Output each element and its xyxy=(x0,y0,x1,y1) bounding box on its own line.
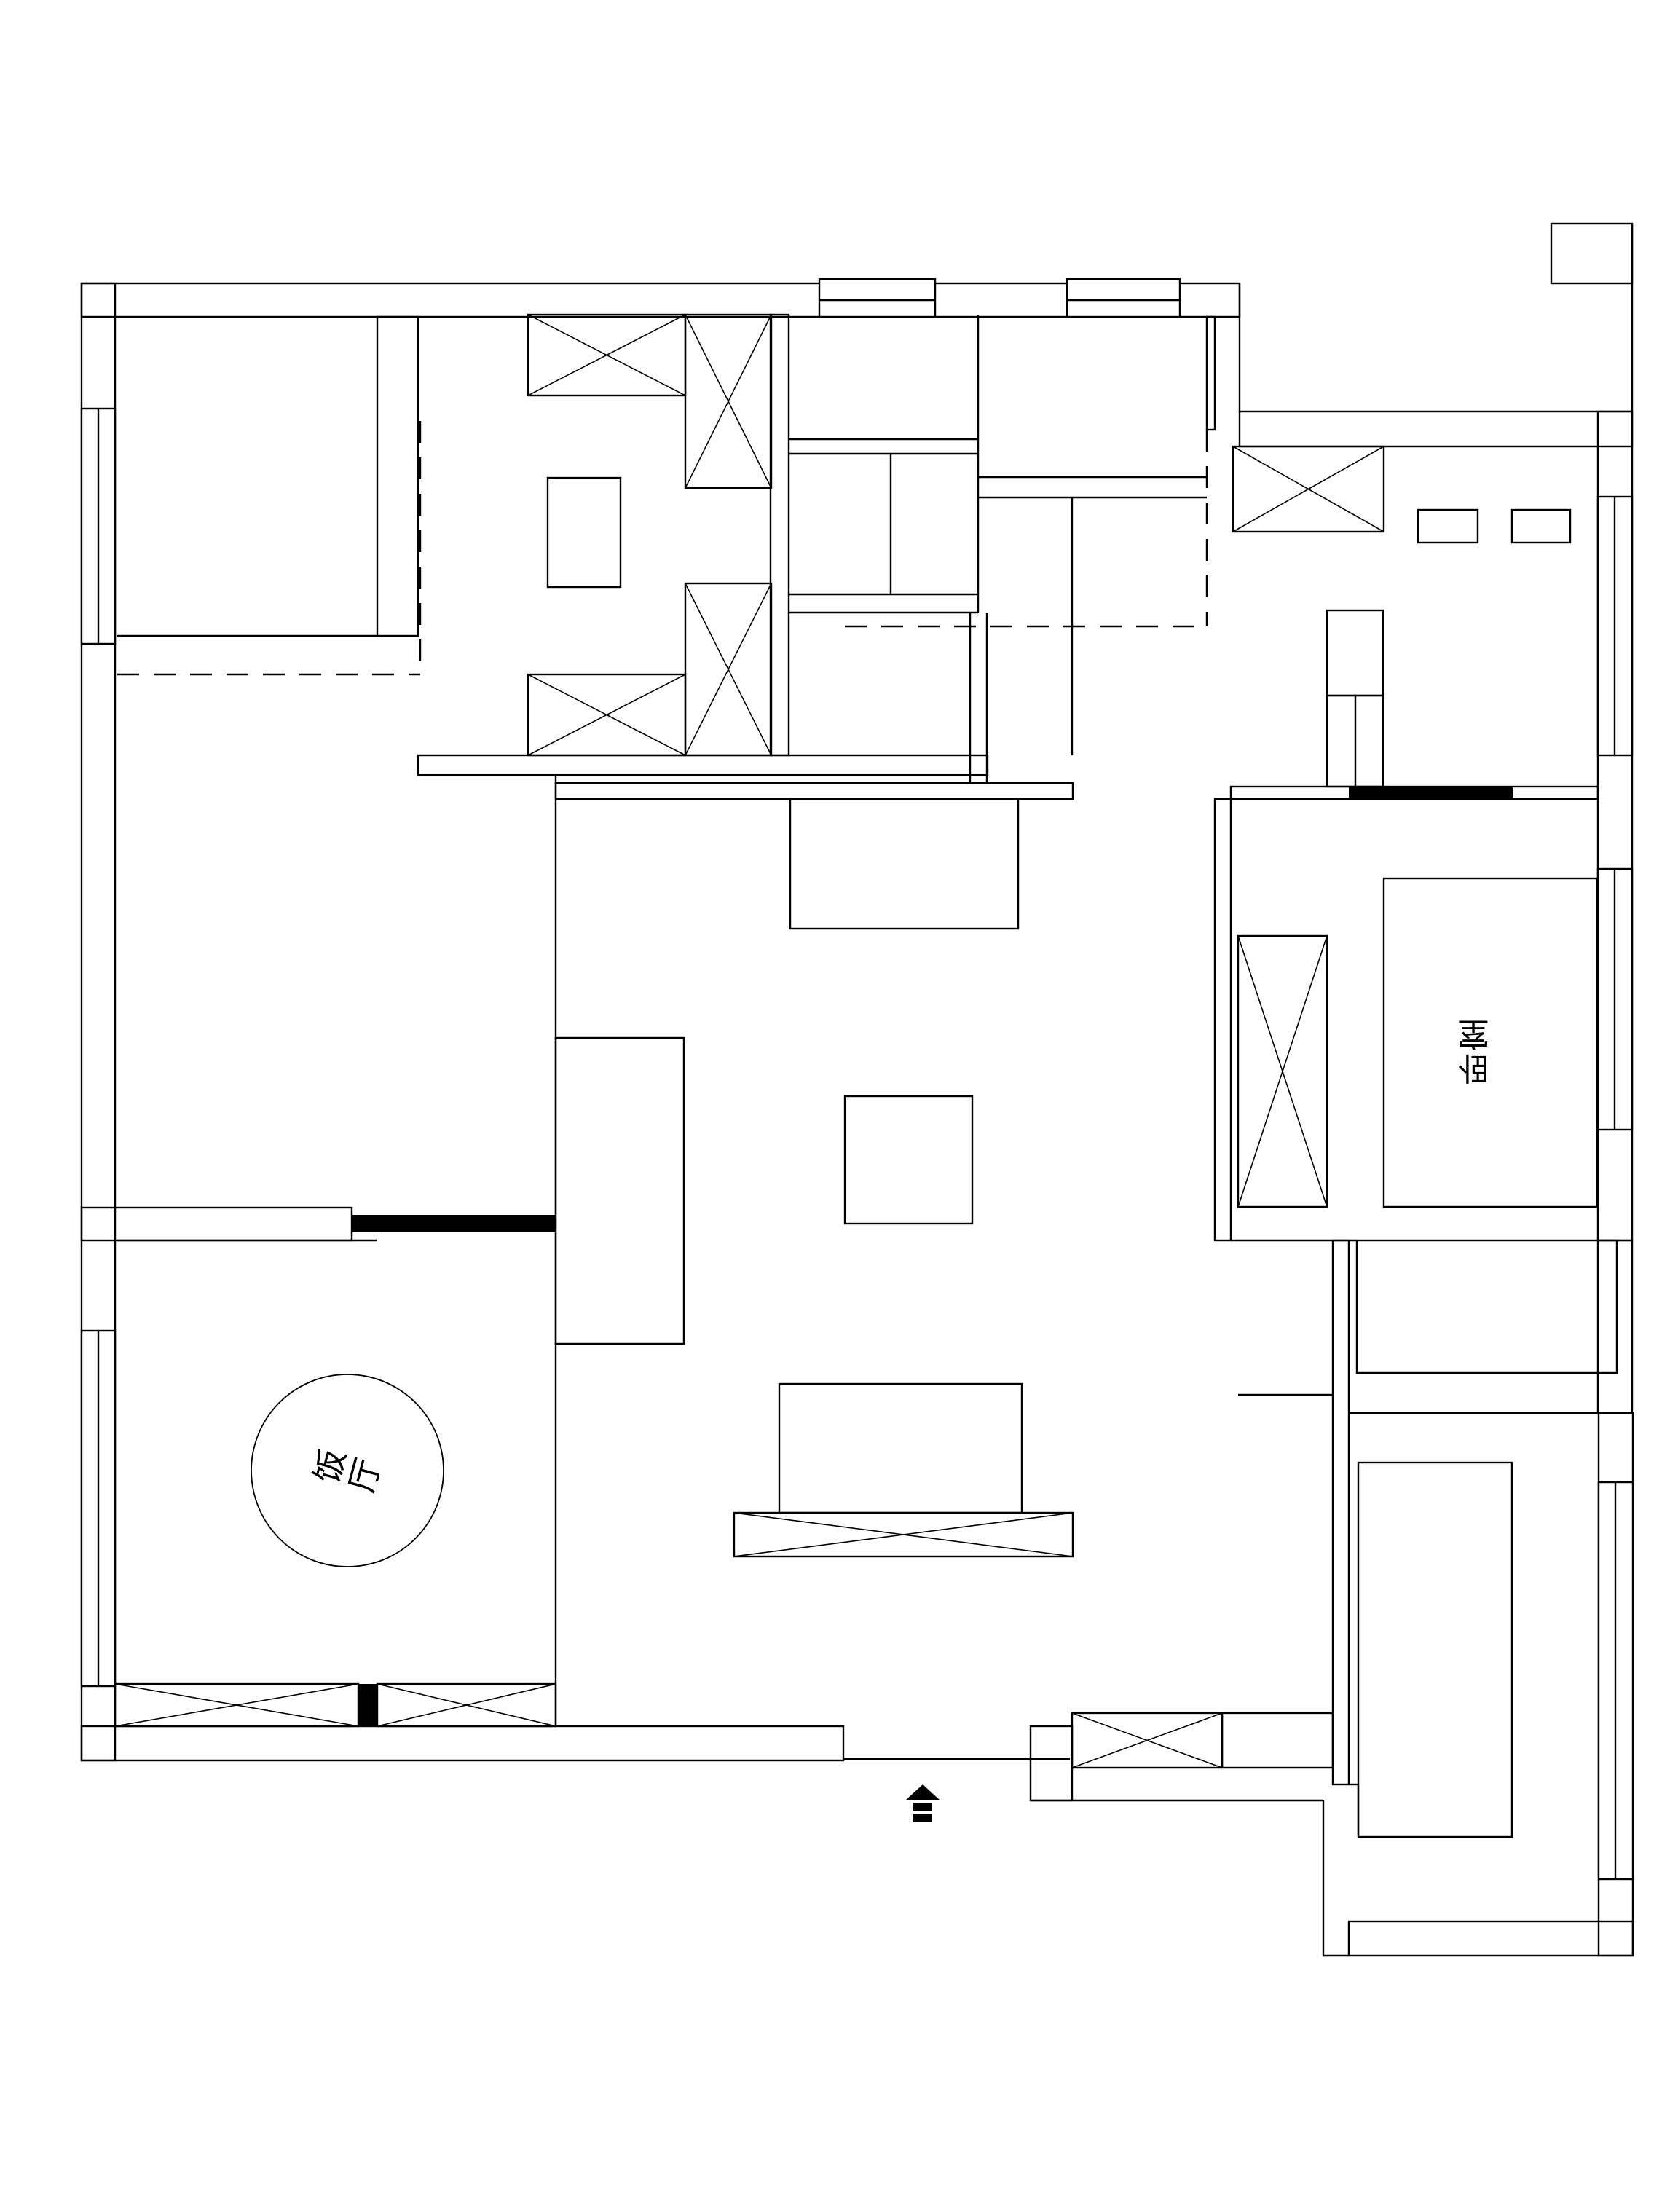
compartment-upper xyxy=(1326,609,1384,697)
cabinet-utility-diag-2 xyxy=(1232,446,1384,532)
bench-divider xyxy=(359,1684,377,1726)
cabinet-kitchen-vert-1-diag-2 xyxy=(685,314,772,489)
small-unit-2 xyxy=(1510,508,1572,544)
cabinet-kitchen-top-diag-2 xyxy=(527,314,686,396)
window-top-1 xyxy=(818,278,937,318)
entry-bench-ext xyxy=(1221,1712,1334,1769)
bench-living-diag-2 xyxy=(733,1512,1074,1557)
wardrobe-bedroom xyxy=(1237,934,1328,1208)
door-sill-dining xyxy=(352,1215,556,1232)
entry-pillar xyxy=(1029,1725,1074,1802)
bench-dining-west xyxy=(114,1682,360,1728)
wall-step-top-right xyxy=(1238,410,1634,448)
entry-arrow-bar-1 xyxy=(913,1803,932,1811)
bench-entry-diag-2 xyxy=(1071,1712,1223,1768)
wall-bottom-west xyxy=(80,1725,845,1762)
wall-dining-top xyxy=(80,1206,353,1242)
cabinet-kitchen-vert-2-diag-2 xyxy=(685,583,772,756)
cabinet-kitchen-bottom-diag-2 xyxy=(527,674,686,756)
entry-arrow-bar-2 xyxy=(913,1814,932,1822)
wall-corridor-stub xyxy=(1205,315,1216,431)
cabinet-kitchen-bottom xyxy=(527,673,687,757)
dining-table xyxy=(251,1374,444,1567)
entry-arrow-icon xyxy=(905,1784,940,1800)
door-sill-bedroom xyxy=(1349,787,1513,798)
bench-living xyxy=(733,1511,1074,1558)
coffee-table xyxy=(843,1095,974,1225)
wall-bottom-right-room xyxy=(1347,1920,1634,1957)
hall-cabinet-2 xyxy=(789,798,1020,930)
cabinet-kitchen-vert-1 xyxy=(684,313,773,489)
bench-dining-east-diag-2 xyxy=(377,1683,556,1727)
window-seat xyxy=(1357,1461,1513,1838)
small-unit-1 xyxy=(1417,508,1479,544)
hall-cabinet-band xyxy=(554,782,1074,800)
window-top-2 xyxy=(1066,278,1181,318)
sofa xyxy=(778,1382,1023,1514)
wall-room-left-band xyxy=(1331,1239,1350,1786)
wall-top xyxy=(80,282,1241,318)
bench-dining-east xyxy=(376,1682,557,1728)
cabinet-utility xyxy=(1232,445,1385,533)
bench-entry xyxy=(1071,1712,1224,1769)
room-label-dining: 饭厅 xyxy=(307,1444,388,1496)
bench-dining-west-diag-2 xyxy=(114,1683,359,1727)
bed xyxy=(1382,877,1599,1208)
wall-bedroom-left xyxy=(1213,798,1232,1242)
wardrobe-bedroom-diag-2 xyxy=(1237,935,1328,1208)
wall-study-right xyxy=(376,315,420,637)
duct-box-top-right xyxy=(1550,222,1634,285)
wall-kitchen-east xyxy=(769,313,790,757)
cabinet-kitchen-vert-2 xyxy=(684,582,773,757)
bathtub xyxy=(1355,1239,1618,1374)
wall-right-bath xyxy=(1596,1239,1634,1414)
room-label-bedroom: 卧室 xyxy=(1457,1015,1489,1087)
wall-kitchen-bottom xyxy=(417,754,989,776)
kitchen-island xyxy=(546,476,622,589)
hall-cabinet xyxy=(554,1036,685,1345)
